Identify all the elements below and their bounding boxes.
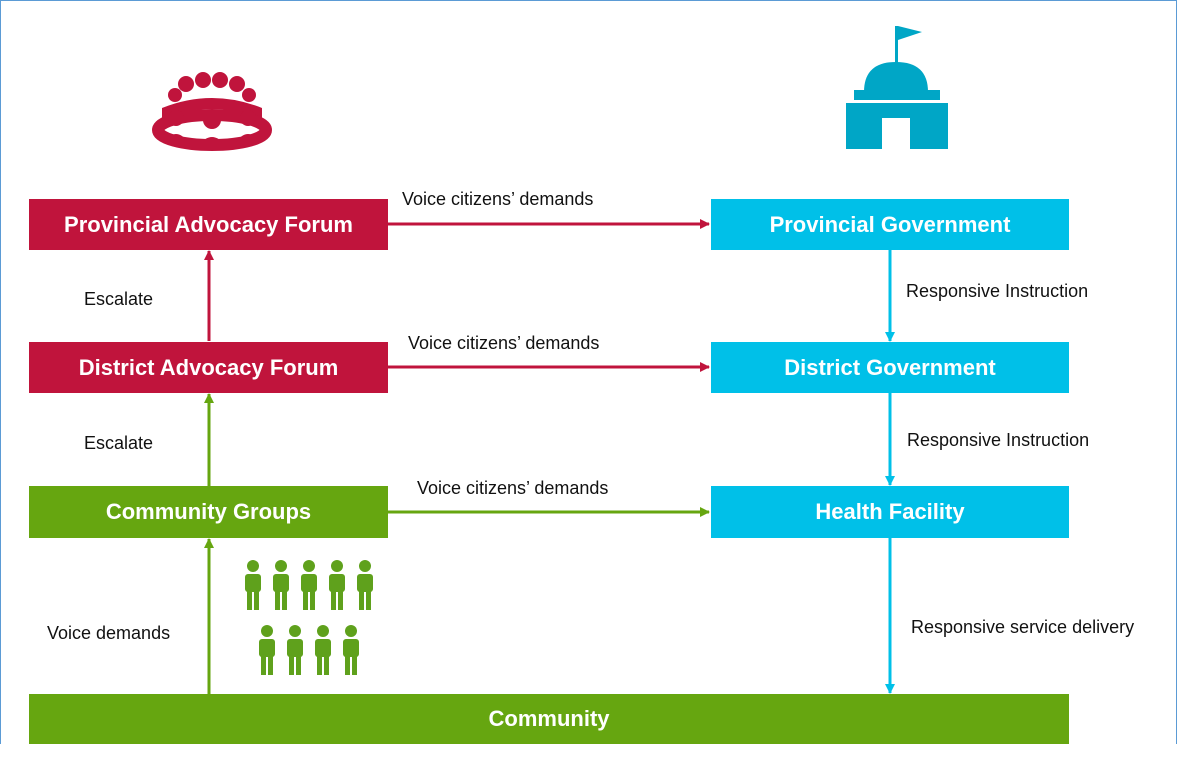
district-advocacy-forum-label: District Advocacy Forum bbox=[78, 354, 339, 380]
voice-citizens-demands-label-1: Voice citizens’ demands bbox=[402, 189, 594, 209]
frame-border bbox=[0, 0, 1177, 744]
government-building-icon bbox=[846, 26, 948, 149]
community-groups-label: Community Groups bbox=[105, 499, 312, 524]
district-government-box: District Government bbox=[711, 342, 1069, 393]
district-government-label: District Government bbox=[784, 354, 996, 380]
voice-demands-label: Voice demands bbox=[47, 623, 171, 643]
health-facility-label: Health Facility bbox=[815, 499, 965, 524]
health-facility-box: Health Facility bbox=[711, 486, 1069, 538]
provincial-advocacy-forum-label: Provincial Advocacy Forum bbox=[64, 211, 353, 237]
escalate-label-2: Escalate bbox=[84, 433, 154, 453]
escalate-label-1: Escalate bbox=[84, 289, 154, 309]
provincial-government-box: Provincial Government bbox=[711, 199, 1069, 250]
responsive-instruction-label-1: Responsive Instruction bbox=[906, 281, 1089, 301]
community-box: Community bbox=[29, 694, 1069, 744]
voice-citizens-demands-label-2: Voice citizens’ demands bbox=[408, 333, 600, 353]
provincial-government-label: Provincial Government bbox=[769, 211, 1011, 237]
voice-citizens-demands-label-3: Voice citizens’ demands bbox=[417, 478, 609, 498]
provincial-advocacy-forum-box: Provincial Advocacy Forum bbox=[29, 199, 388, 250]
responsive-instruction-label-2: Responsive Instruction bbox=[907, 430, 1090, 450]
people-group-icon bbox=[245, 560, 373, 675]
responsive-service-delivery-label: Responsive service delivery bbox=[911, 617, 1135, 637]
district-advocacy-forum-box: District Advocacy Forum bbox=[29, 342, 388, 393]
community-label: Community bbox=[488, 706, 610, 731]
community-groups-box: Community Groups bbox=[29, 486, 388, 538]
meeting-group-icon bbox=[152, 72, 272, 151]
